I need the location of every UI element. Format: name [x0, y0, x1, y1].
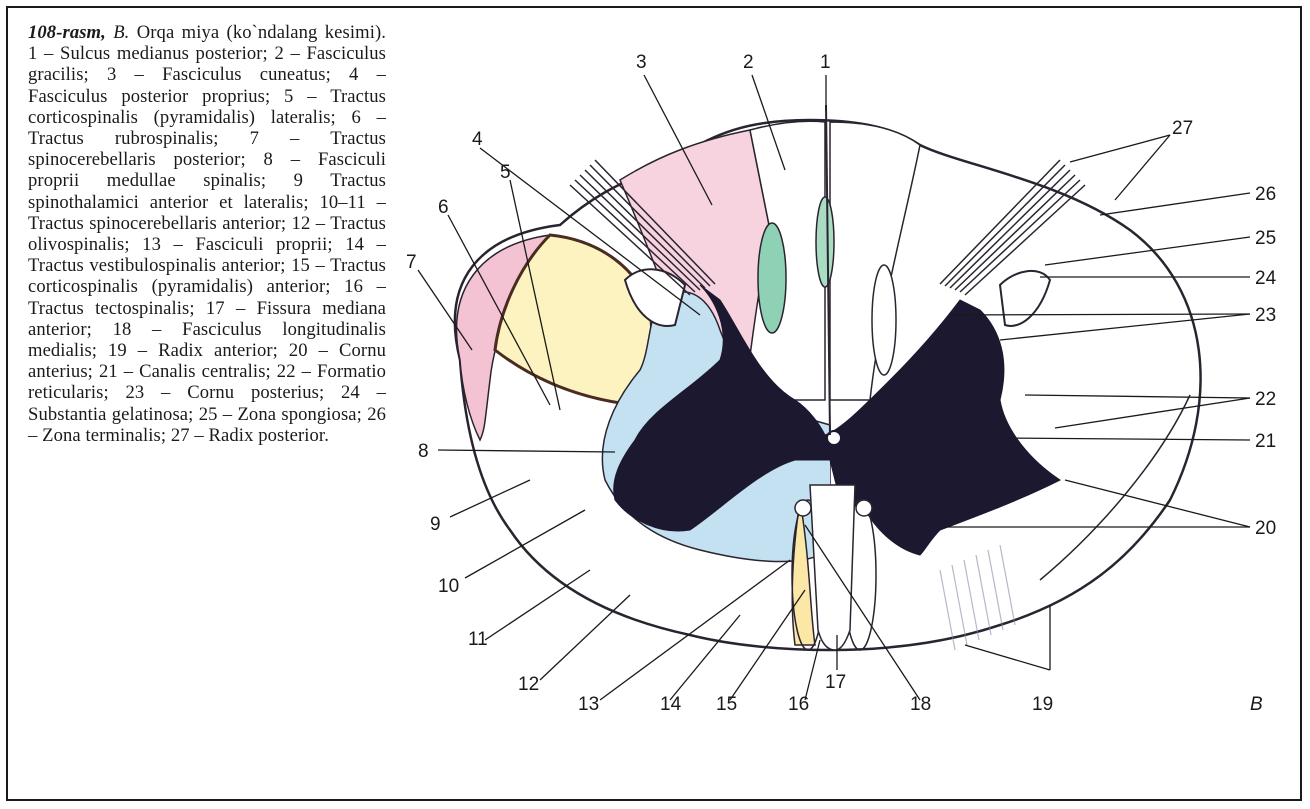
label-27: 27 [1172, 118, 1193, 139]
label-14: 14 [660, 694, 682, 715]
label-2: 2 [743, 52, 754, 73]
label-9: 9 [430, 514, 441, 535]
label-26: 26 [1255, 184, 1276, 205]
label-12: 12 [518, 674, 539, 695]
label-10: 10 [438, 576, 459, 597]
label-16: 16 [788, 694, 809, 715]
green-tract [758, 223, 786, 333]
label-6: 6 [438, 197, 449, 218]
caption-text: Orqa miya (ko`ndalang kesimi). 1 – Sulcu… [28, 22, 386, 446]
label-4: 4 [472, 129, 483, 150]
label-19: 19 [1032, 694, 1053, 715]
label-23: 23 [1255, 305, 1276, 326]
label-25: 25 [1255, 228, 1276, 249]
figure-caption: 108-rasm, B. Orqa miya (ko`ndalang kesim… [28, 22, 386, 446]
figure-letter: B. [113, 22, 129, 43]
medial-longitudinal-left [795, 500, 811, 516]
label-20: 20 [1255, 518, 1276, 539]
label-15: 15 [716, 694, 737, 715]
label-1: 1 [820, 52, 831, 73]
label-7: 7 [406, 252, 417, 273]
label-17: 17 [825, 672, 846, 693]
label-13: 13 [578, 694, 599, 715]
medial-longitudinal-right [856, 500, 872, 516]
right-oval-tract [872, 265, 896, 375]
label-3: 3 [636, 52, 647, 73]
label-21: 21 [1255, 431, 1276, 452]
label-22: 22 [1255, 389, 1276, 410]
label-18: 18 [910, 694, 931, 715]
label-5: 5 [500, 162, 511, 183]
figure-number: 108-rasm, [28, 22, 106, 43]
label-8: 8 [418, 441, 429, 462]
panel-letter: B [1250, 694, 1263, 715]
spinal-cord-cross-section-diagram: 1 2 3 4 5 6 7 8 9 10 11 12 13 14 15 16 1… [400, 30, 1300, 790]
label-11: 11 [468, 629, 488, 650]
midline-tract [816, 197, 834, 287]
label-24: 24 [1255, 268, 1277, 289]
